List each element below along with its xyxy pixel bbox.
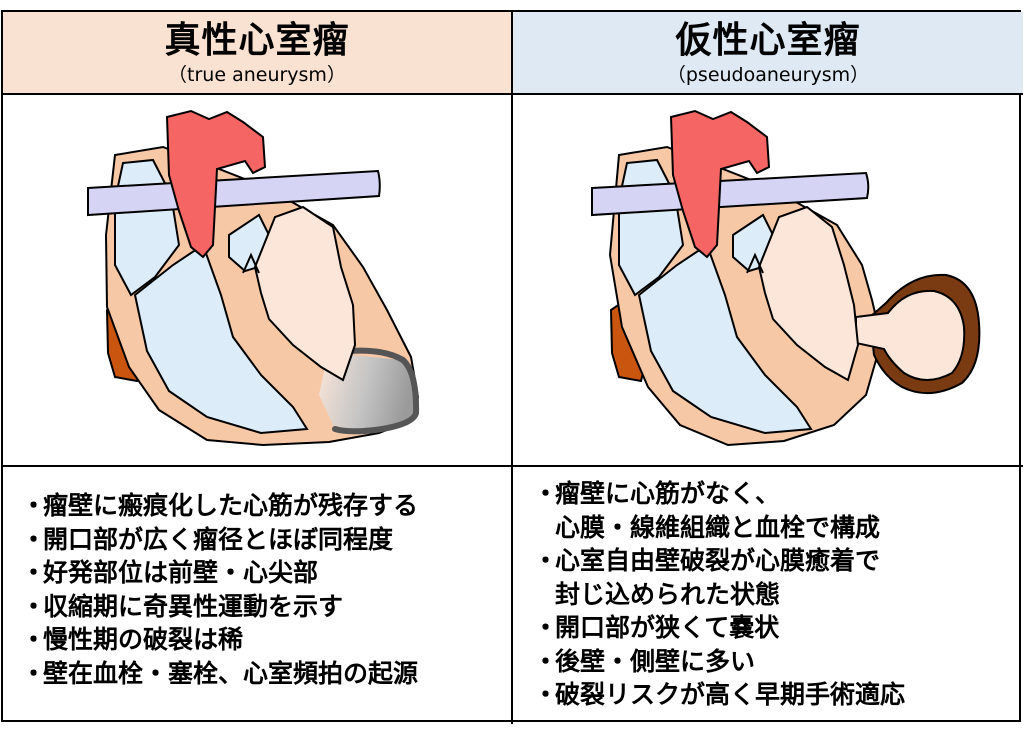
pseudoaneurysm-illustration bbox=[513, 95, 1023, 467]
list-item: ・瘤壁に心筋がなく、心膜・線維組織と血栓で構成 bbox=[533, 479, 881, 542]
true-aneurysm-header: 真性心室瘤 （true aneurysm） bbox=[3, 12, 513, 95]
true-aneurysm-title: 真性心室瘤 bbox=[164, 19, 350, 61]
true-aneurysm-subtitle: （true aneurysm） bbox=[168, 63, 346, 86]
list-item: ・収縮期に奇異性運動を示す bbox=[21, 591, 344, 621]
aorta bbox=[669, 109, 771, 259]
list-item: ・開口部が広く瘤径とほぼ同程度 bbox=[21, 524, 394, 554]
true-aneurysm-heart-diagram bbox=[87, 109, 420, 447]
mitral-valve bbox=[242, 252, 260, 274]
pseudoaneurysm-heart-diagram bbox=[591, 109, 981, 447]
list-item: ・壁在血栓・塞栓、心室頻拍の起源 bbox=[21, 658, 419, 688]
pulmonary-artery bbox=[591, 171, 870, 217]
list-item: ・開口部が狭くて嚢状 bbox=[533, 613, 780, 642]
list-item: ・破裂リスクが高く早期手術適応 bbox=[533, 680, 906, 709]
pulmonary-artery bbox=[87, 169, 381, 217]
left-ventricle bbox=[253, 205, 357, 382]
true-aneurysm-illustration bbox=[3, 95, 513, 467]
mitral-valve bbox=[746, 252, 764, 274]
true-aneurysm-features: ・瘤壁に瘢痕化した心筋が残存する ・開口部が広く瘤径とほぼ同程度 ・好発部位は前… bbox=[3, 467, 513, 724]
pseudoaneurysm-title: 仮性心室瘤 bbox=[675, 19, 861, 61]
pseudoaneurysm-features: ・瘤壁に心筋がなく、心膜・線維組織と血栓で構成 ・心室自由壁破裂が心膜癒着で封じ… bbox=[513, 467, 1023, 724]
true-aneurysm-feature-list: ・瘤壁に瘢痕化した心筋が残存する ・開口部が広く瘤径とほぼ同程度 ・好発部位は前… bbox=[3, 467, 511, 690]
list-item: ・心室自由壁破裂が心膜癒着で封じ込められた状態 bbox=[533, 546, 881, 609]
list-item: ・瘤壁に瘢痕化した心筋が残存する bbox=[21, 491, 419, 520]
left-ventricle bbox=[757, 205, 860, 382]
aorta bbox=[165, 109, 267, 259]
pseudoaneurysm-feature-list: ・瘤壁に心筋がなく、心膜・線維組織と血栓で構成 ・心室自由壁破裂が心膜癒着で封じ… bbox=[513, 467, 1023, 712]
list-item: ・後壁・側壁に多い bbox=[533, 646, 756, 676]
comparison-table: 真性心室瘤 （true aneurysm） 仮性心室瘤 （pseudoaneur… bbox=[1, 10, 1023, 724]
list-item: ・慢性期の破裂は稀 bbox=[21, 625, 244, 654]
list-item: ・好発部位は前壁・心尖部 bbox=[21, 558, 319, 587]
pseudoaneurysm-subtitle: （pseudoaneurysm） bbox=[666, 63, 870, 86]
pseudoaneurysm-cavity bbox=[855, 289, 966, 381]
true-aneurysm-wall bbox=[332, 347, 420, 435]
pseudoaneurysm-header: 仮性心室瘤 （pseudoaneurysm） bbox=[513, 12, 1023, 95]
